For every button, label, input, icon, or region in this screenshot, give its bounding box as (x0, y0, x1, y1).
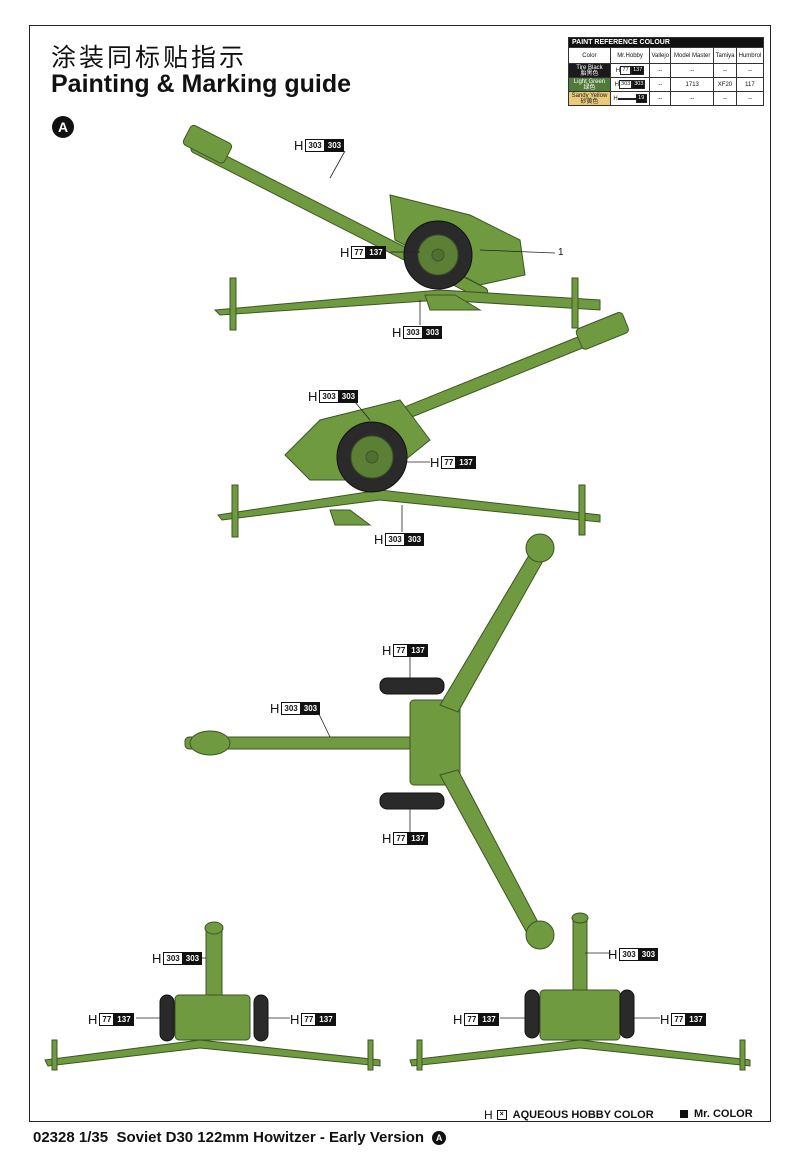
page-frame (29, 25, 771, 1122)
legend-x-box: × (496, 1110, 507, 1120)
product-title: Soviet D30 122mm Howitzer - Early Versio… (116, 1129, 425, 1146)
scale: 1/35 (78, 1129, 109, 1146)
side-view-right (217, 311, 629, 538)
rear-view (44, 921, 381, 1071)
color-swatch: Sandy Yellow 砂黄色 (568, 91, 611, 106)
side-view-left (182, 124, 601, 331)
part-number: 1 (558, 247, 564, 258)
legend-mr-label: Mr. COLOR (694, 1108, 753, 1120)
vallejo-code: -- (649, 77, 672, 92)
humbrol-code: -- (735, 91, 765, 106)
page-title: Painting & Marking guide (51, 70, 352, 98)
color-swatch: Tire Black 胎黑色 (568, 63, 611, 78)
top-view (184, 533, 555, 950)
product-code: 02328 (33, 1129, 75, 1146)
color-name: Light Green (573, 78, 606, 85)
legend-mr-color: Mr. COLOR (680, 1108, 753, 1120)
vallejo-code: -- (649, 91, 672, 106)
legend-h: H (484, 1108, 493, 1122)
black-square-icon (680, 1110, 688, 1118)
footer: 02328 1/35 Soviet D30 122mm Howitzer - E… (33, 1129, 447, 1146)
front-view (409, 912, 751, 1071)
legend-aqueous: H × AQUEOUS HOBBY COLOR (484, 1108, 654, 1122)
legend-aqueous-label: AQUEOUS HOBBY COLOR (512, 1109, 654, 1121)
col-humbrol: Humbrol (735, 47, 765, 64)
paint-reference-table: PAINT REFERENCE COLOUR Color Mr.Hobby Va… (568, 37, 765, 106)
color-name-cn: 砂黄色 (580, 98, 599, 105)
footer-section-badge: A (432, 1130, 447, 1145)
page-title-cn: 涂装同标贴指示 (51, 43, 248, 72)
section-badge: A (52, 116, 74, 138)
color-name-cn: 绿色 (583, 84, 596, 91)
color-name-cn: 胎黑色 (580, 70, 599, 77)
color-name: Tire Black (576, 64, 603, 71)
color-name: Sandy Yellow (571, 92, 608, 99)
